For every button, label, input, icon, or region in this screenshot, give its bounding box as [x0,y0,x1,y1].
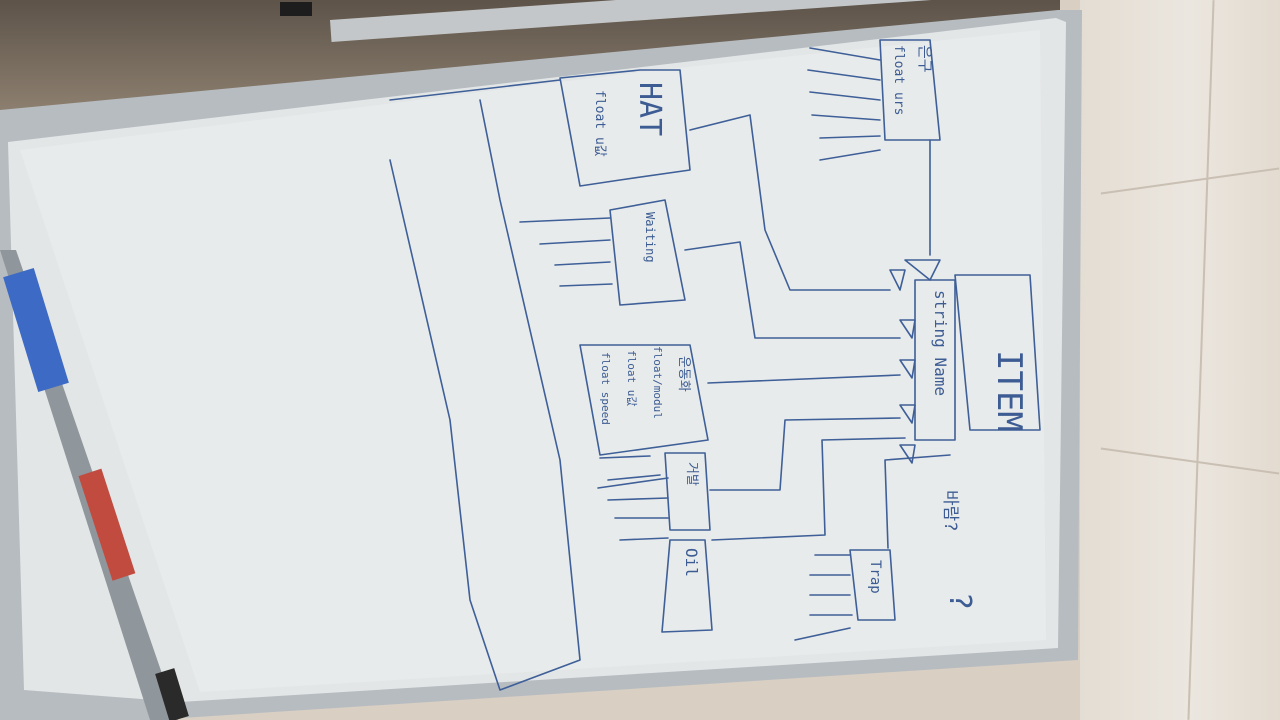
box-waiting-label: Waiting [643,212,657,263]
box-shoe-field-1: float/modul [651,346,664,419]
red-marker [78,468,136,581]
box-trap-label: Trap [867,560,883,594]
background-wall [1080,0,1280,720]
board-clamp [280,2,312,16]
box-shoe-field-2: float u값 [625,350,638,406]
box-hat-label: HAT [632,82,667,136]
box-oil-label: Oil [682,548,701,577]
box-top-label: 은구 [916,45,934,73]
box-top: 은구 float urs [807,39,941,256]
board-top-rail [329,0,1010,42]
blue-marker [3,267,69,393]
black-marker [155,668,189,720]
box-oil: Oil [661,437,906,633]
box-food-label: 거발 [684,462,699,486]
question-mark: ? [942,592,977,610]
box-shoe-field-3: float speed [599,352,612,425]
board-note: 바람? [940,490,960,532]
box-hat-field: float u값 [592,90,607,157]
item-title: ITEM [989,350,1029,432]
box-shoe: 운동화 float/modul float u값 float speed [579,344,901,481]
box-top-field: float urs [891,45,906,115]
item-box: ITEM string Name [914,274,1041,441]
box-waiting: Waiting [519,199,901,339]
item-field: string Name [931,290,950,396]
box-food: 거발 [597,417,901,541]
box-shoe-label: 운동화 [676,356,691,392]
box-hat: HAT float u값 [389,69,891,691]
box-trap: Trap [794,454,951,641]
